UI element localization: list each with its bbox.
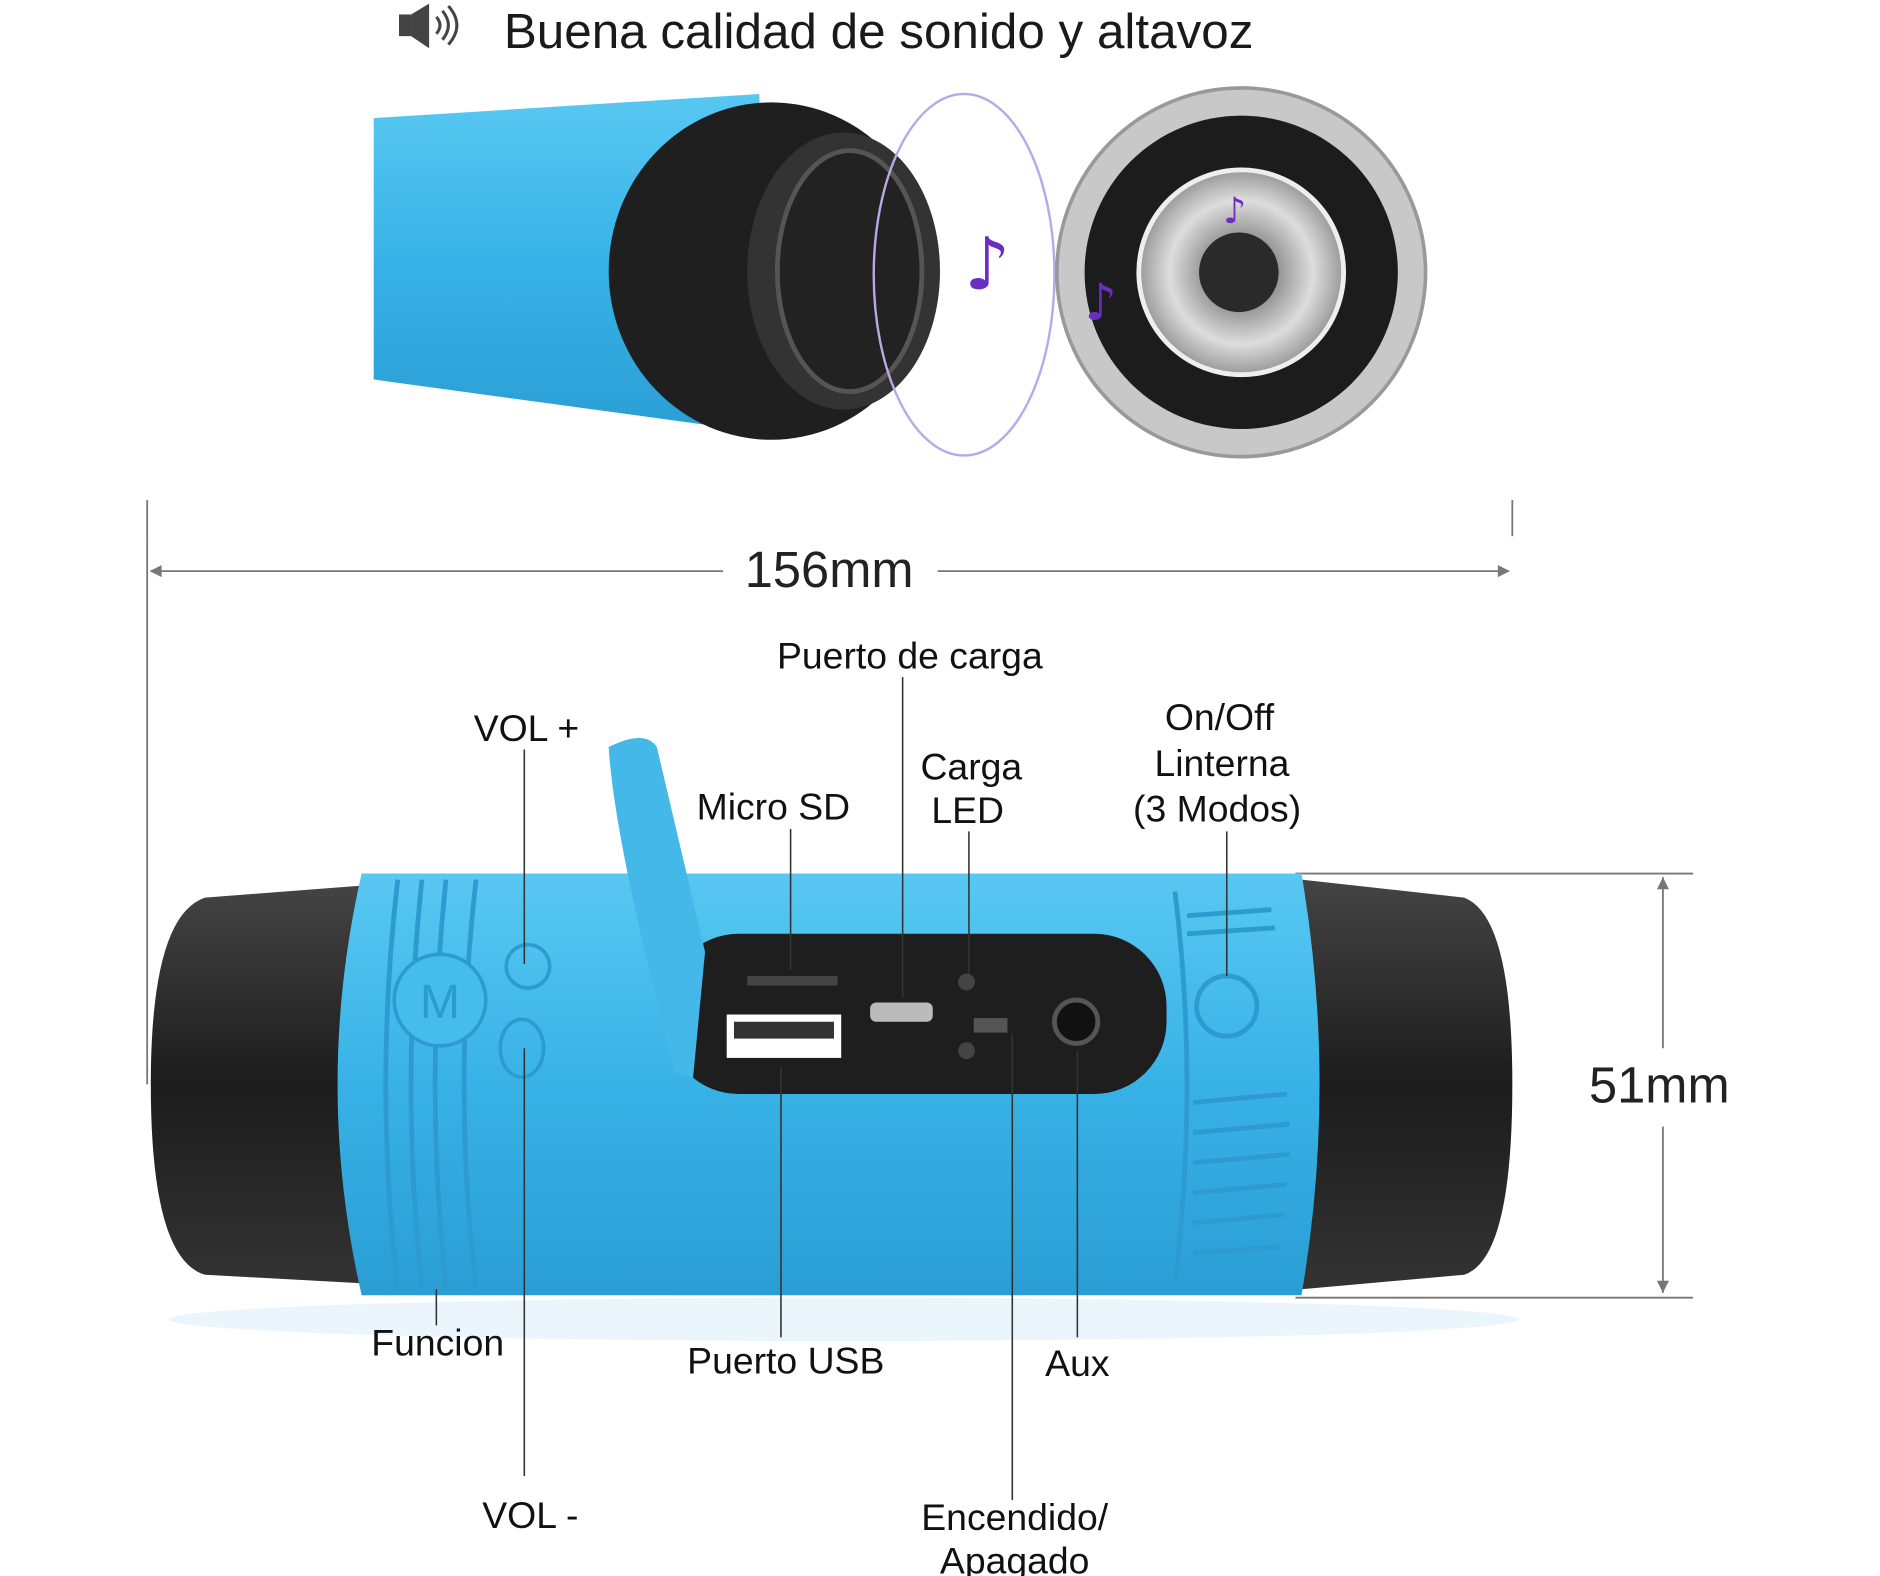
leader-lines — [435, 677, 1228, 1501]
label-vol-plus: VOL + — [474, 707, 580, 749]
svg-text:♪: ♪ — [1223, 189, 1246, 232]
svg-text:♪: ♪ — [1085, 272, 1117, 331]
label-flashlight-3: (3 Modos) — [1133, 788, 1301, 830]
label-power-2: Apagado — [940, 1540, 1090, 1576]
label-aux: Aux — [1045, 1342, 1110, 1384]
label-function: Funcion — [371, 1322, 504, 1364]
label-micro-sd: Micro SD — [697, 785, 851, 827]
label-flashlight-2: Linterna — [1154, 742, 1289, 784]
label-usb-port: Puerto USB — [687, 1340, 884, 1382]
length-value: 156mm — [745, 541, 914, 598]
speaker-end-view-image: ♪ ♪ ♪ — [373, 86, 1428, 459]
label-power-1: Encendido/ — [921, 1496, 1108, 1538]
label-charge-led-2: LED — [931, 789, 1004, 831]
page-title: Buena calidad de sonido y altavoz — [504, 4, 1254, 59]
label-flashlight-1: On/Off — [1165, 696, 1275, 738]
speaker-side-view-image: M — [150, 737, 1519, 1342]
speaker-volume-icon — [399, 3, 459, 49]
svg-text:M: M — [420, 975, 460, 1029]
diameter-dimension: 51mm — [1295, 872, 1730, 1299]
label-charge-led-1: Carga — [920, 746, 1022, 788]
label-vol-minus: VOL - — [482, 1494, 578, 1536]
label-charging-port: Puerto de carga — [777, 635, 1043, 677]
diameter-value: 51mm — [1589, 1056, 1730, 1113]
length-dimension: 156mm — [146, 500, 1514, 1085]
svg-text:♪: ♪ — [964, 223, 1010, 307]
